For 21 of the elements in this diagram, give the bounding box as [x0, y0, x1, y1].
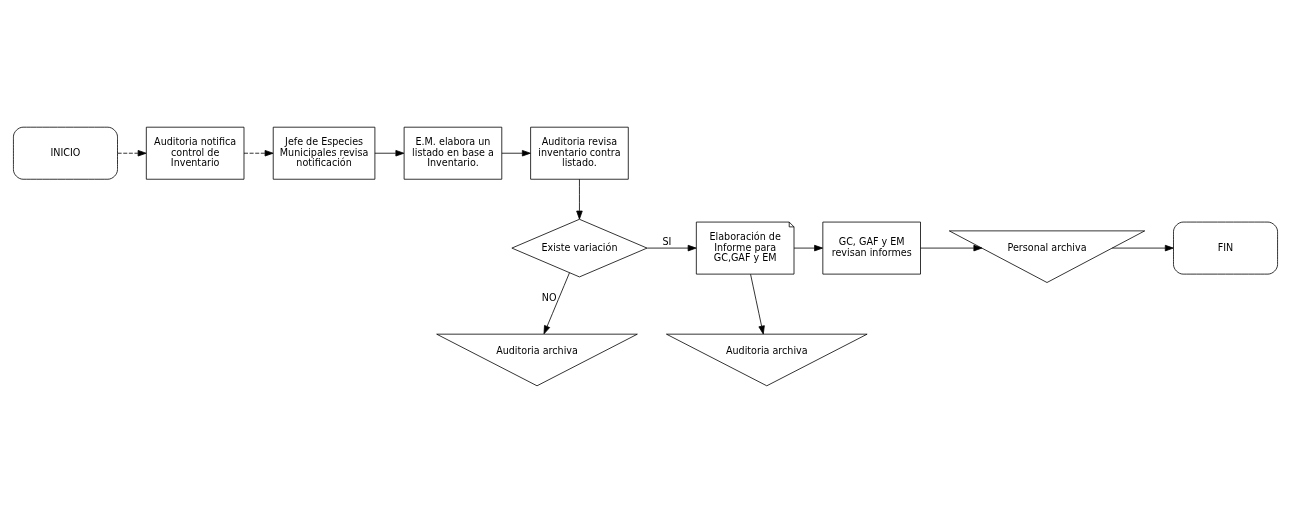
node-box: INICIO [13, 126, 118, 180]
arrow [576, 178, 583, 219]
node-box: Jefe de Especies Municipales revisa notificación [272, 126, 376, 180]
arrow [1111, 244, 1174, 251]
arrow [374, 149, 405, 156]
edge-label: NO [541, 291, 557, 303]
node-diamond: Existe variación [511, 218, 648, 277]
arrow [793, 244, 823, 251]
arrow [920, 244, 983, 251]
arrow [501, 149, 531, 156]
node-box: GC, GAF y EM revisan informes [822, 221, 921, 274]
arrow [243, 149, 274, 156]
node-box: E.M. elabora un listado en base a Inventario. [403, 126, 503, 180]
arrow [646, 244, 697, 251]
arrow [750, 273, 765, 334]
arrow [117, 149, 147, 156]
edge-label: SI [662, 235, 672, 247]
node-box: FIN [1173, 221, 1278, 274]
node-box: Auditoria revisa inventario contra listado. [530, 126, 629, 180]
arrow [543, 271, 570, 334]
node-box: Auditoria notifica control de Inventario [145, 126, 245, 180]
